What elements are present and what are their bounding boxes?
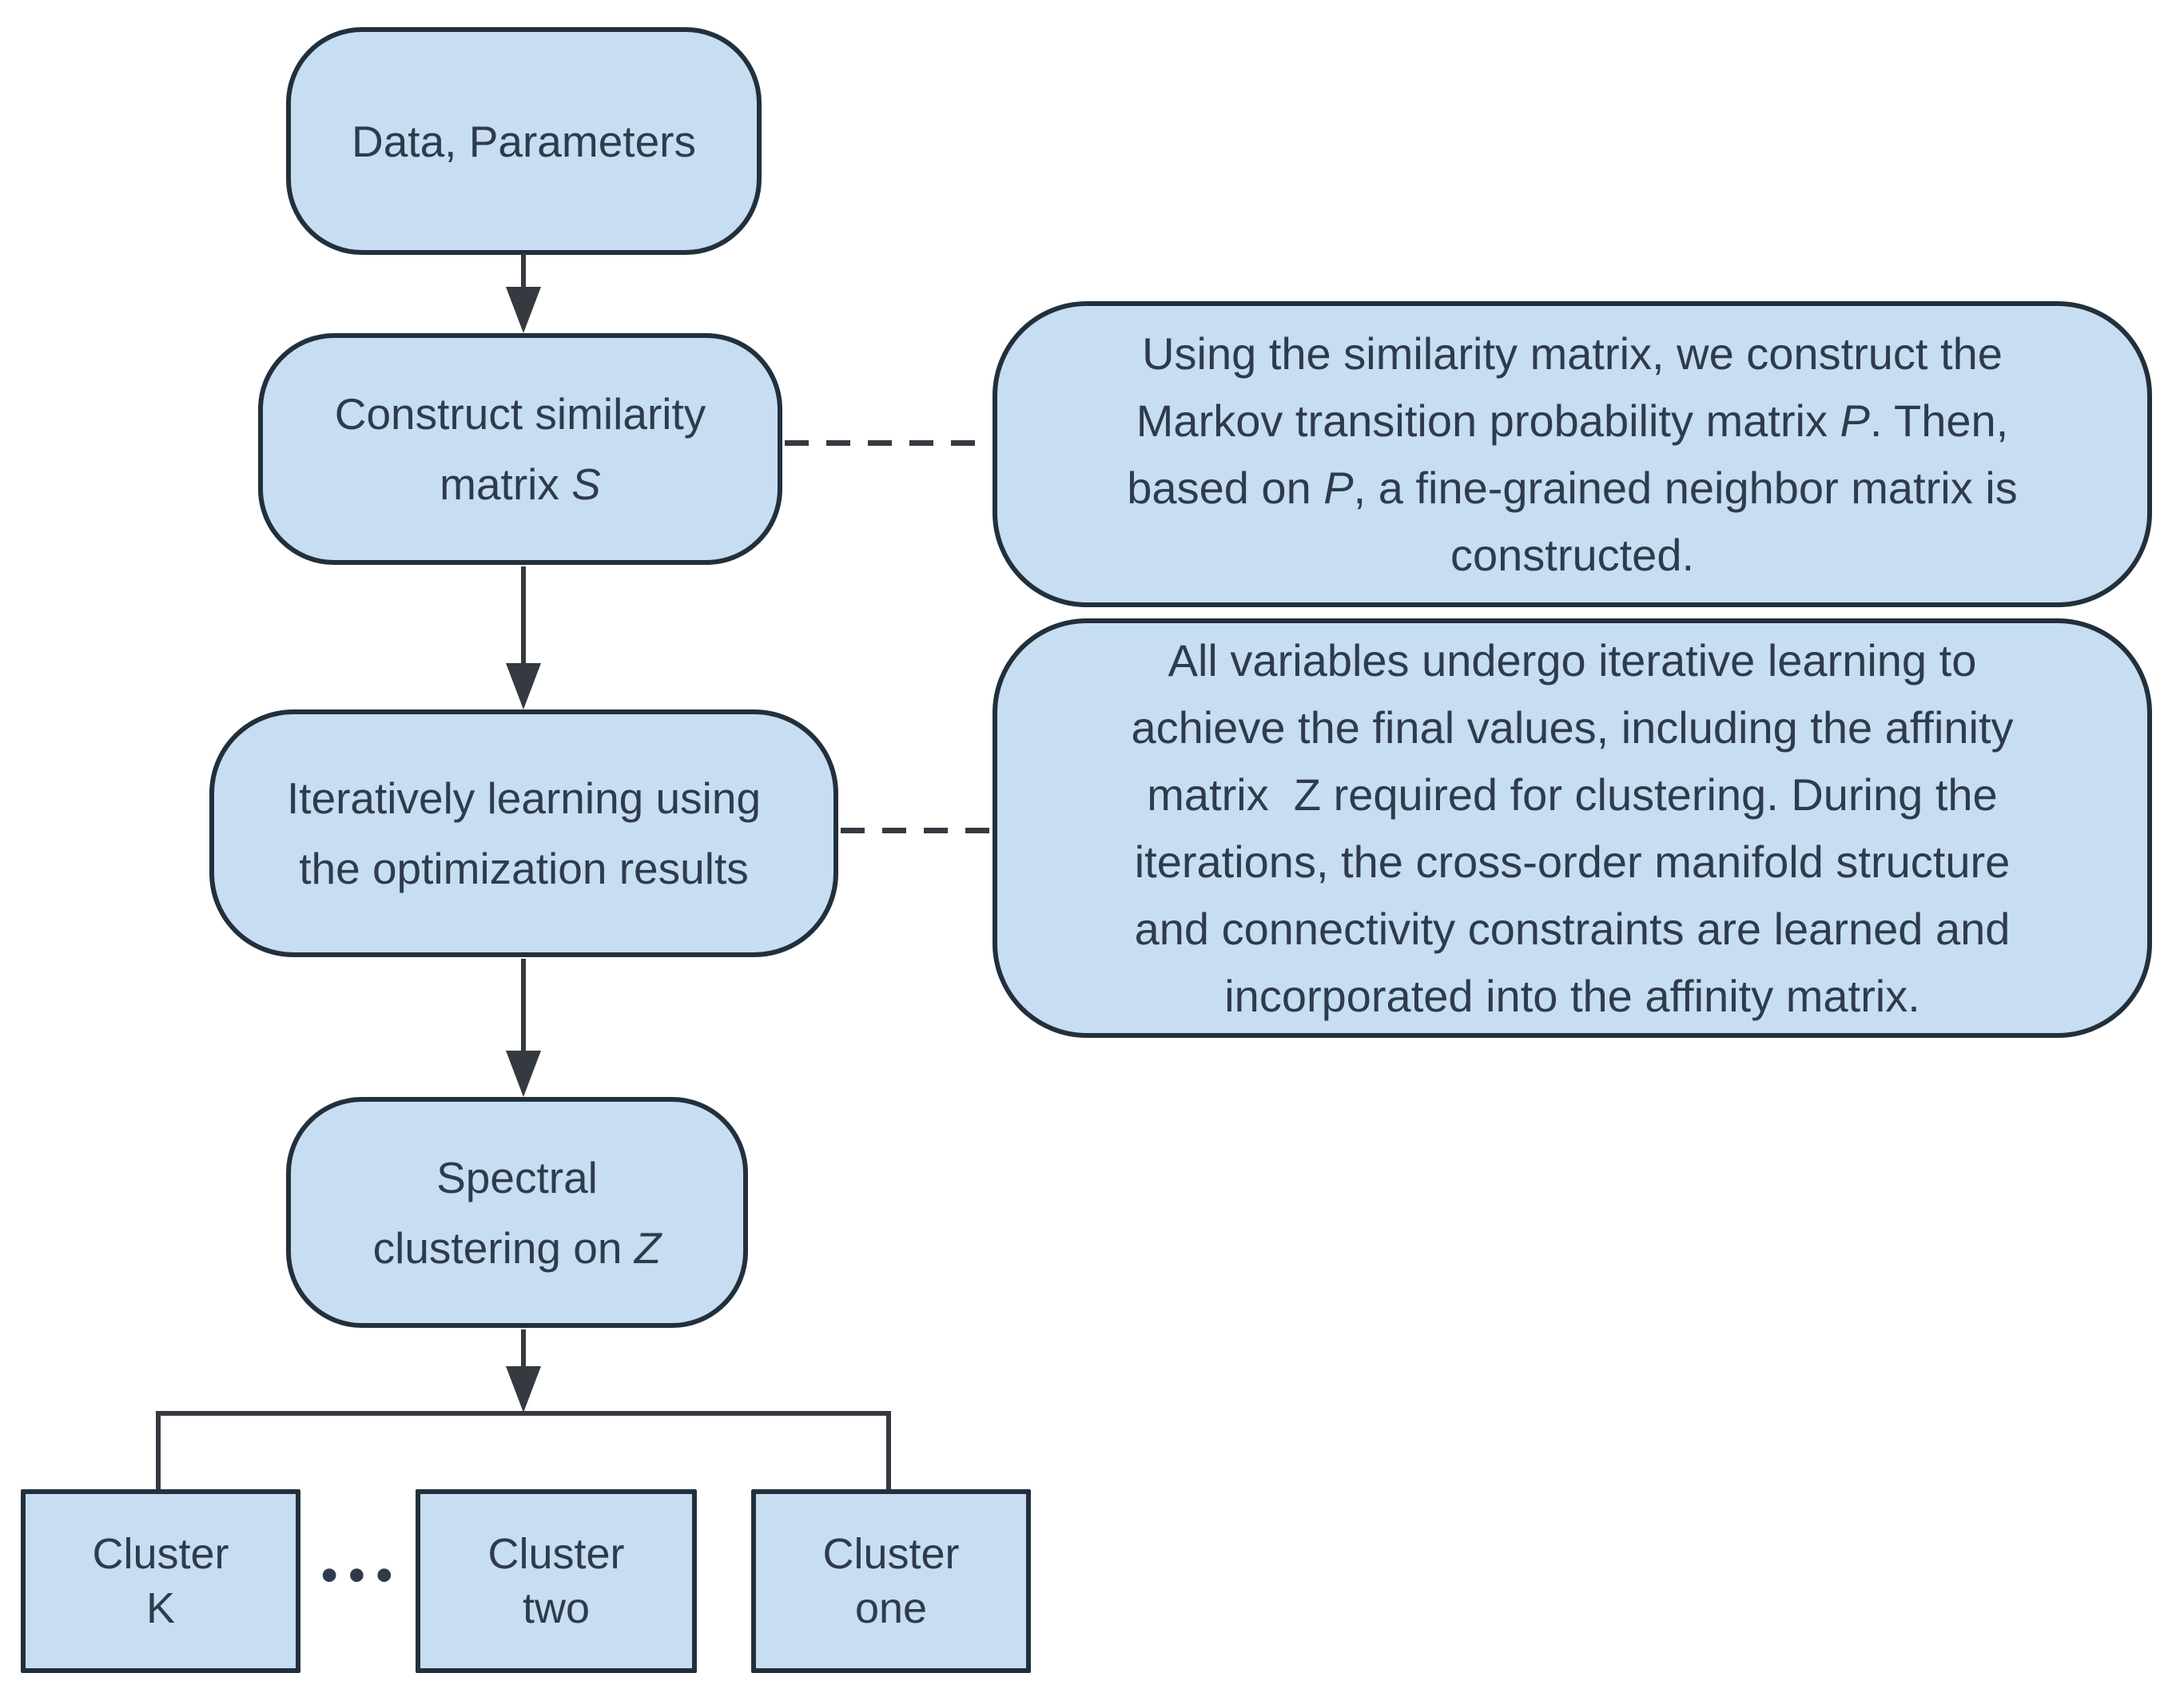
arrow-similarity-to-iterative — [506, 566, 541, 709]
arrow-head-icon — [506, 1051, 541, 1097]
ellipsis-dots: ••• — [321, 1549, 404, 1601]
arrow-iterative-to-spectral — [506, 959, 541, 1097]
arrow-stem — [521, 959, 526, 1057]
branch-right-drop-line — [886, 1411, 891, 1489]
arrow-data-to-similarity — [506, 253, 541, 333]
arrow-stem — [521, 566, 526, 670]
callout-markov-note: Using the similarity matrix, we construc… — [993, 301, 2152, 607]
dashed-connector-iterative-callout — [841, 828, 991, 833]
arrow-stem — [521, 1329, 526, 1373]
callout-iteration-note: All variables undergo iterative learning… — [993, 618, 2152, 1038]
node-data-parameters-label: Data, Parameters — [351, 116, 696, 166]
arrow-stem — [521, 253, 526, 293]
arrow-spectral-to-clusters — [506, 1329, 541, 1413]
branch-left-drop-line — [156, 1411, 161, 1489]
callout-iteration-note-text: All variables undergo iterative learning… — [1131, 634, 2014, 1021]
node-data-parameters: Data, Parameters — [286, 27, 762, 255]
dashed-connector-similarity-callout — [785, 440, 991, 446]
arrow-head-icon — [506, 287, 541, 333]
arrow-head-icon — [506, 1366, 541, 1413]
arrow-head-icon — [506, 663, 541, 709]
branch-horizontal-line — [156, 1411, 891, 1416]
callout-markov-note-text: Using the similarity matrix, we construc… — [1127, 328, 2018, 580]
